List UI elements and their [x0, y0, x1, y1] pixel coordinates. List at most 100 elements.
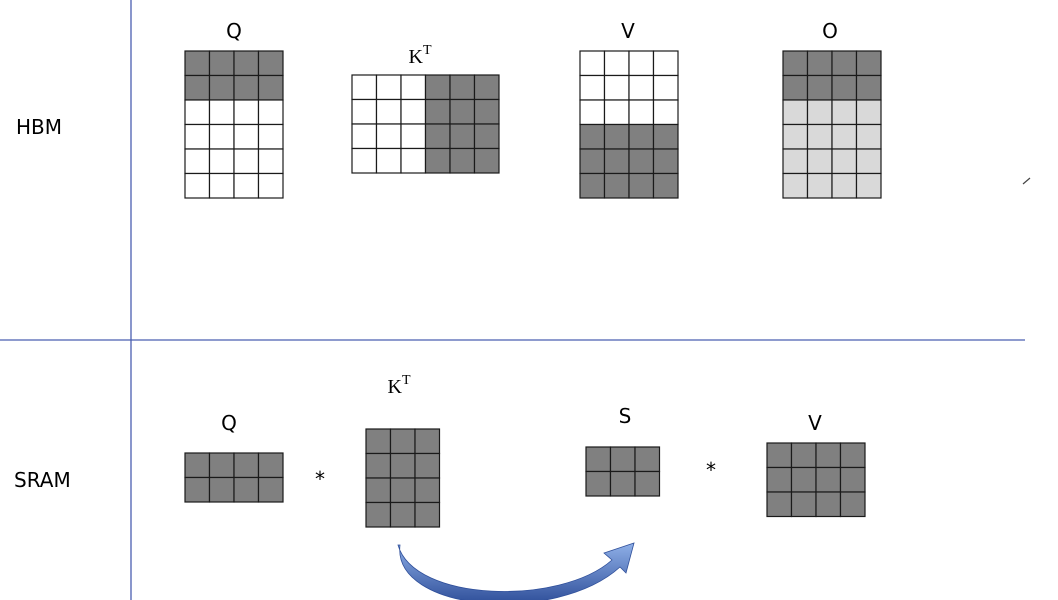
- hbm-q-cell: [257, 74, 284, 101]
- hbm-q-matrix: [184, 50, 284, 199]
- hbm-v-cell: [652, 172, 679, 199]
- hbm-v-label: V: [621, 19, 635, 43]
- hbm-o-cell: [855, 148, 882, 175]
- hbm-q-cell: [208, 99, 235, 126]
- hbm-o-cell: [831, 148, 858, 175]
- hbm-o-cell: [831, 123, 858, 150]
- hbm-q-cell: [257, 172, 284, 199]
- sram-kt-cell: [365, 501, 392, 528]
- sram-v-cell: [766, 491, 793, 518]
- sram-q-cell: [184, 476, 211, 503]
- hbm-kt-cell: [424, 123, 451, 150]
- hbm-q-cell: [184, 148, 211, 175]
- hbm-o-cell: [831, 172, 858, 199]
- sram-v-cell: [766, 442, 793, 469]
- hbm-v-cell: [579, 50, 606, 77]
- hbm-q-cell: [208, 148, 235, 175]
- hbm-v-cell: [603, 172, 630, 199]
- hbm-kt-cell: [473, 98, 500, 125]
- hbm-o-cell: [831, 50, 858, 77]
- sram-v-cell: [839, 491, 866, 518]
- stray-pen-mark: [1022, 177, 1031, 185]
- hbm-kt-label-base: K: [408, 46, 423, 68]
- sram-q-cell: [208, 452, 235, 479]
- hbm-kt-cell: [375, 147, 402, 174]
- hbm-o-cell: [806, 74, 833, 101]
- hbm-o-cell: [806, 50, 833, 77]
- hbm-v-cell: [579, 123, 606, 150]
- sram-kt-cell: [389, 428, 416, 455]
- hbm-kt-cell: [351, 123, 378, 150]
- sram-q-matrix: [184, 452, 284, 503]
- hbm-q-cell: [257, 123, 284, 150]
- hbm-v-cell: [603, 74, 630, 101]
- sram-v-cell: [839, 442, 866, 469]
- hbm-o-cell: [806, 99, 833, 126]
- hbm-q-cell: [208, 50, 235, 77]
- hbm-q-cell: [184, 50, 211, 77]
- hbm-kt-cell: [400, 123, 427, 150]
- hbm-v-cell: [579, 74, 606, 101]
- sram-s-matrix: [585, 446, 661, 497]
- hbm-v-cell: [652, 99, 679, 126]
- hbm-o-cell: [855, 74, 882, 101]
- hbm-q-cell: [233, 172, 260, 199]
- row-label-hbm: HBM: [16, 115, 62, 139]
- hbm-o-cell: [806, 123, 833, 150]
- hbm-v-cell: [628, 99, 655, 126]
- hbm-v-cell: [628, 50, 655, 77]
- hbm-kt-cell: [424, 74, 451, 101]
- sram-q-label: Q: [221, 411, 237, 435]
- sram-q-cell: [233, 452, 260, 479]
- hbm-o-cell: [806, 172, 833, 199]
- sram-multiply-operator-2: *: [706, 458, 716, 482]
- hbm-kt-cell: [424, 98, 451, 125]
- hbm-o-cell: [782, 172, 809, 199]
- sram-s-cell: [585, 470, 612, 497]
- hbm-v-cell: [579, 148, 606, 175]
- hbm-kt-label: KT: [408, 43, 431, 68]
- sram-v-cell: [815, 491, 842, 518]
- hbm-v-cell: [628, 123, 655, 150]
- sram-s-cell: [634, 446, 661, 473]
- sram-q-cell: [208, 476, 235, 503]
- sram-s-cell: [609, 470, 636, 497]
- sram-multiply-operator-1: *: [315, 467, 325, 491]
- hbm-kt-cell: [351, 74, 378, 101]
- hbm-v-cell: [652, 74, 679, 101]
- sram-kt-cell: [414, 428, 441, 455]
- sram-kt-cell: [389, 501, 416, 528]
- sram-kt-cell: [414, 452, 441, 479]
- sram-q-cell: [257, 452, 284, 479]
- hbm-v-cell: [603, 50, 630, 77]
- hbm-kt-cell: [449, 147, 476, 174]
- sram-s-cell: [609, 446, 636, 473]
- hbm-q-cell: [233, 148, 260, 175]
- hbm-o-cell: [831, 74, 858, 101]
- sram-q-cell: [184, 452, 211, 479]
- hbm-kt-cell: [424, 147, 451, 174]
- sram-v-cell: [790, 491, 817, 518]
- hbm-kt-cell: [449, 123, 476, 150]
- hbm-kt-cell: [400, 98, 427, 125]
- hbm-q-cell: [184, 123, 211, 150]
- sram-kt-label-sup: T: [402, 373, 411, 388]
- hbm-kt-cell: [400, 147, 427, 174]
- sram-s-cell: [585, 446, 612, 473]
- hbm-o-cell: [782, 50, 809, 77]
- sram-kt-cell: [414, 477, 441, 504]
- sram-v-cell: [790, 466, 817, 493]
- hbm-o-label: O: [822, 19, 838, 43]
- hbm-v-cell: [603, 123, 630, 150]
- hbm-o-cell: [782, 148, 809, 175]
- hbm-o-cell: [782, 99, 809, 126]
- hbm-o-cell: [831, 99, 858, 126]
- hbm-kt-cell: [473, 147, 500, 174]
- hbm-q-cell: [233, 50, 260, 77]
- sram-q-cell: [257, 476, 284, 503]
- hbm-v-cell: [579, 172, 606, 199]
- sram-v-cell: [839, 466, 866, 493]
- hbm-kt-cell: [375, 98, 402, 125]
- sram-s-label: S: [619, 404, 632, 428]
- sram-kt-matrix: [365, 428, 441, 528]
